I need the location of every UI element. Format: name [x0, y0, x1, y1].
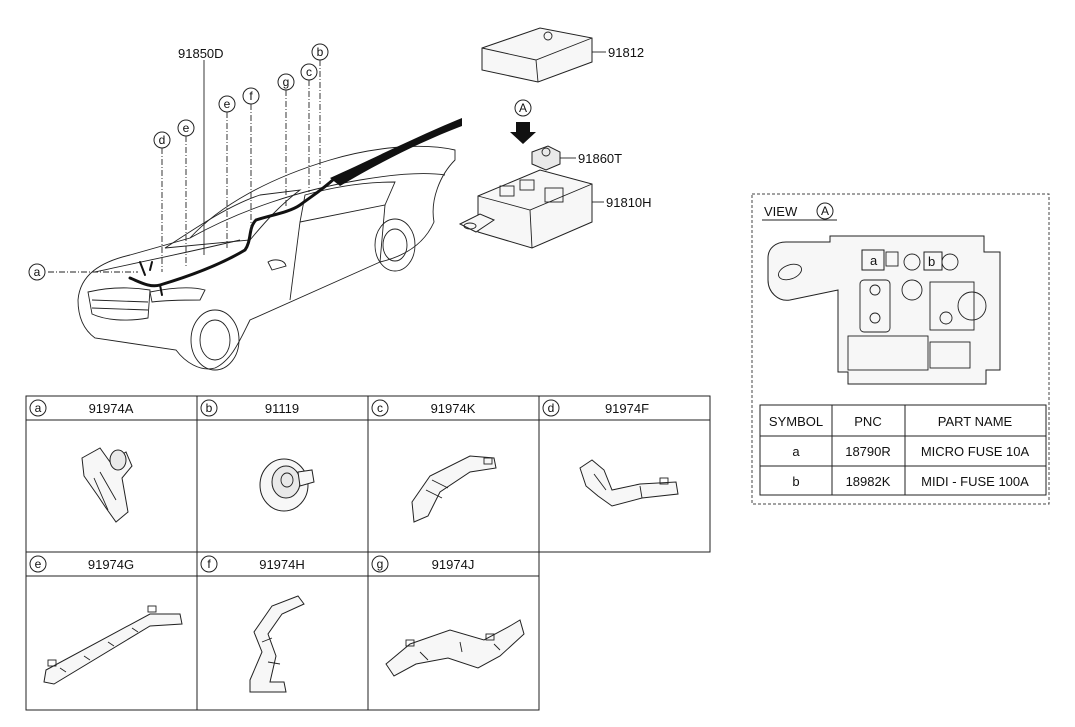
callout-b: b: [317, 45, 324, 59]
callout-a: a: [34, 265, 41, 279]
grid-pnc-e: 91974G: [88, 557, 134, 572]
view-box-label-b: b: [928, 254, 935, 269]
cover-part-number: 91812: [608, 45, 644, 60]
grid-symbol-d: d: [548, 401, 555, 415]
callout-e-1: e: [183, 121, 190, 135]
box-part-number: 91810H: [606, 195, 652, 210]
grid-symbol-a: a: [35, 401, 42, 415]
parts-grid: a 91974A b 91119 c 91974K d 91974F e 919…: [25, 395, 711, 711]
part-91974g-drawing: [43, 605, 183, 685]
view-marker: A: [519, 101, 527, 115]
grid-pnc-f: 91974H: [259, 557, 305, 572]
grid-pnc-g: 91974J: [432, 557, 475, 572]
wiring-harness: [128, 176, 337, 296]
callout-d: d: [159, 133, 166, 147]
fuse-table: SYMBOL PNC PART NAME a 18790R MICRO FUSE…: [759, 404, 1047, 496]
callout-c: c: [306, 65, 312, 79]
table-row-b-name: MIDI - FUSE 100A: [921, 474, 1029, 489]
part-91974k-drawing: [411, 455, 497, 523]
part-91974h-drawing: [249, 595, 305, 693]
table-header-symbol: SYMBOL: [769, 414, 823, 429]
table-row-a-symbol: a: [792, 444, 800, 459]
grid-pnc-b: 91119: [265, 401, 299, 416]
car-illustration: [77, 118, 462, 371]
harness-callout-lines: [48, 60, 321, 273]
grid-pnc-a: 91974A: [89, 401, 134, 416]
harness-callouts: 91850D a b c d e e f g: [28, 43, 329, 281]
callout-f: f: [249, 89, 253, 103]
junction-box-assembly: 91812 A 91860T 91810H: [458, 27, 652, 249]
grid-pnc-c: 91974K: [431, 401, 476, 416]
view-title: VIEW: [764, 204, 798, 219]
grid-symbol-g: g: [377, 557, 384, 571]
part-91974j-drawing: [385, 619, 525, 677]
part-91974f-drawing: [579, 459, 679, 507]
grid-symbol-e: e: [35, 557, 42, 571]
view-arrow-icon: [510, 122, 536, 144]
table-row-b-symbol: b: [792, 474, 799, 489]
view-a-panel: VIEW A a b: [751, 193, 1050, 505]
grid-symbol-c: c: [377, 401, 383, 415]
table-header-pnc: PNC: [854, 414, 881, 429]
table-row-a-pnc: 18790R: [845, 444, 891, 459]
terminal-part-number: 91860T: [578, 151, 622, 166]
grid-symbol-b: b: [206, 401, 213, 415]
grid-pnc-d: 91974F: [605, 401, 649, 416]
grid-symbol-f: f: [207, 557, 211, 571]
part-91119-drawing: [259, 458, 315, 512]
callout-e-2: e: [224, 97, 231, 111]
table-row-a-name: MICRO FUSE 10A: [921, 444, 1030, 459]
view-box-label-a: a: [870, 253, 878, 268]
view-title-marker: A: [821, 204, 829, 218]
table-header-part-name: PART NAME: [938, 414, 1013, 429]
harness-part-number: 91850D: [178, 46, 224, 61]
part-91974a-drawing: [81, 447, 133, 523]
table-row-b-pnc: 18982K: [846, 474, 891, 489]
callout-g: g: [283, 75, 290, 89]
